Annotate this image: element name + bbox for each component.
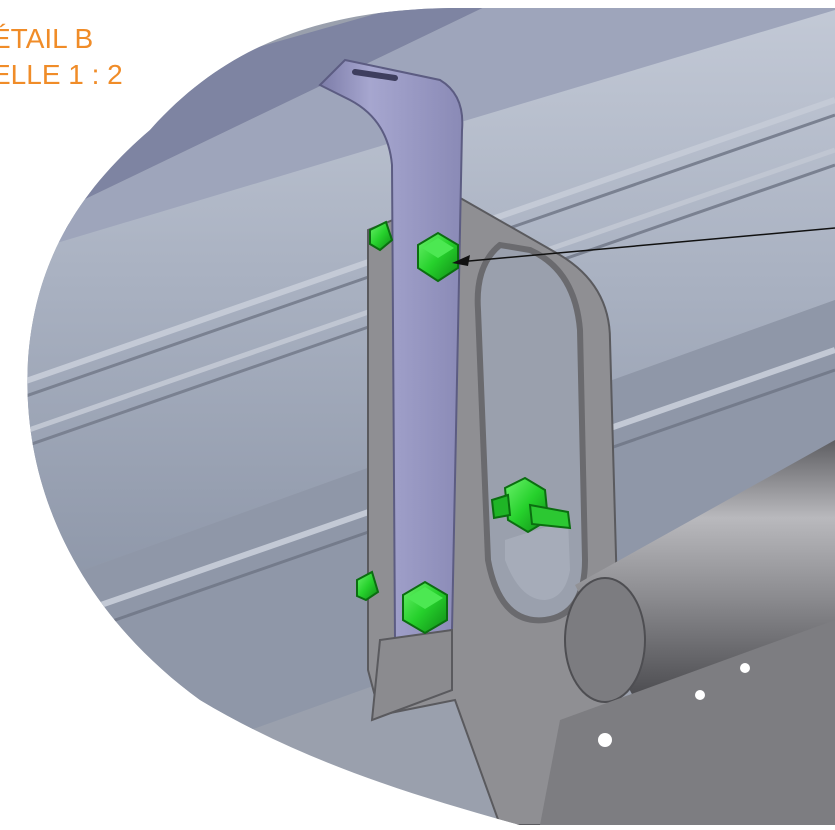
shaft-end [564,577,646,703]
detail-scale: ELLE 1 : 2 [0,59,123,90]
lower-disk [540,620,835,825]
plate-foot [370,628,453,722]
bolt-lower [402,580,448,635]
strap-slot [352,69,398,81]
bolt-upper [417,231,459,283]
disk-hole [598,733,612,747]
leader-arrow [452,227,835,266]
bolt-upper-back [369,220,394,252]
bolt-lower-back [356,570,380,602]
slot-rail-view [505,520,570,600]
disk-hole [740,663,750,673]
disk-hole [695,690,705,700]
bolt-middle-shaft [490,476,572,534]
detail-title: ÉTAIL B [0,23,94,54]
